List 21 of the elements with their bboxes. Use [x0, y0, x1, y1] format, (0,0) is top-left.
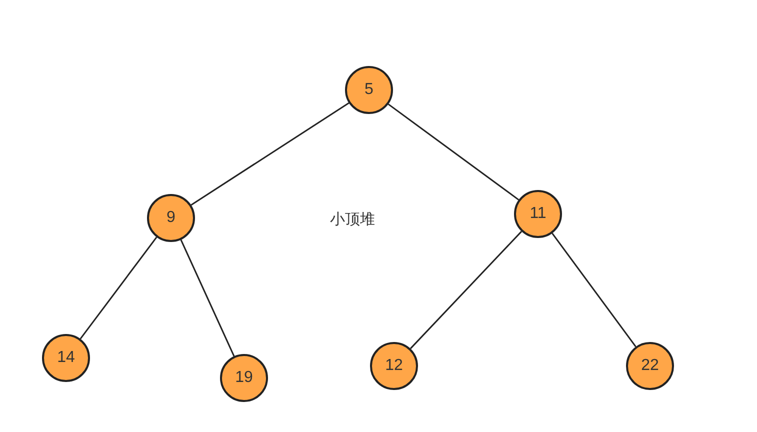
node-value: 22: [641, 357, 659, 375]
node-value: 12: [385, 357, 403, 375]
heap-node-circle: [147, 194, 195, 242]
tree-edge: [388, 104, 520, 200]
heap-node-circle: [220, 354, 268, 402]
node-value: 5: [364, 81, 374, 99]
heap-node-circle: [42, 334, 90, 382]
tree-edge: [180, 240, 235, 356]
node-value: 11: [530, 205, 546, 223]
tree-edge: [410, 230, 522, 350]
tree-edge: [190, 102, 350, 206]
tree-edge: [80, 236, 158, 340]
heap-node-circle: [514, 190, 562, 238]
node-value: 9: [166, 209, 176, 227]
heap-node-circle: [345, 66, 393, 114]
tree-edge: [552, 232, 636, 348]
heap-node-circle: [370, 342, 418, 390]
node-value: 14: [57, 349, 75, 367]
node-value: 19: [235, 369, 253, 387]
heap-node-circle: [626, 342, 674, 390]
heap-caption: 小顶堆: [330, 210, 375, 229]
